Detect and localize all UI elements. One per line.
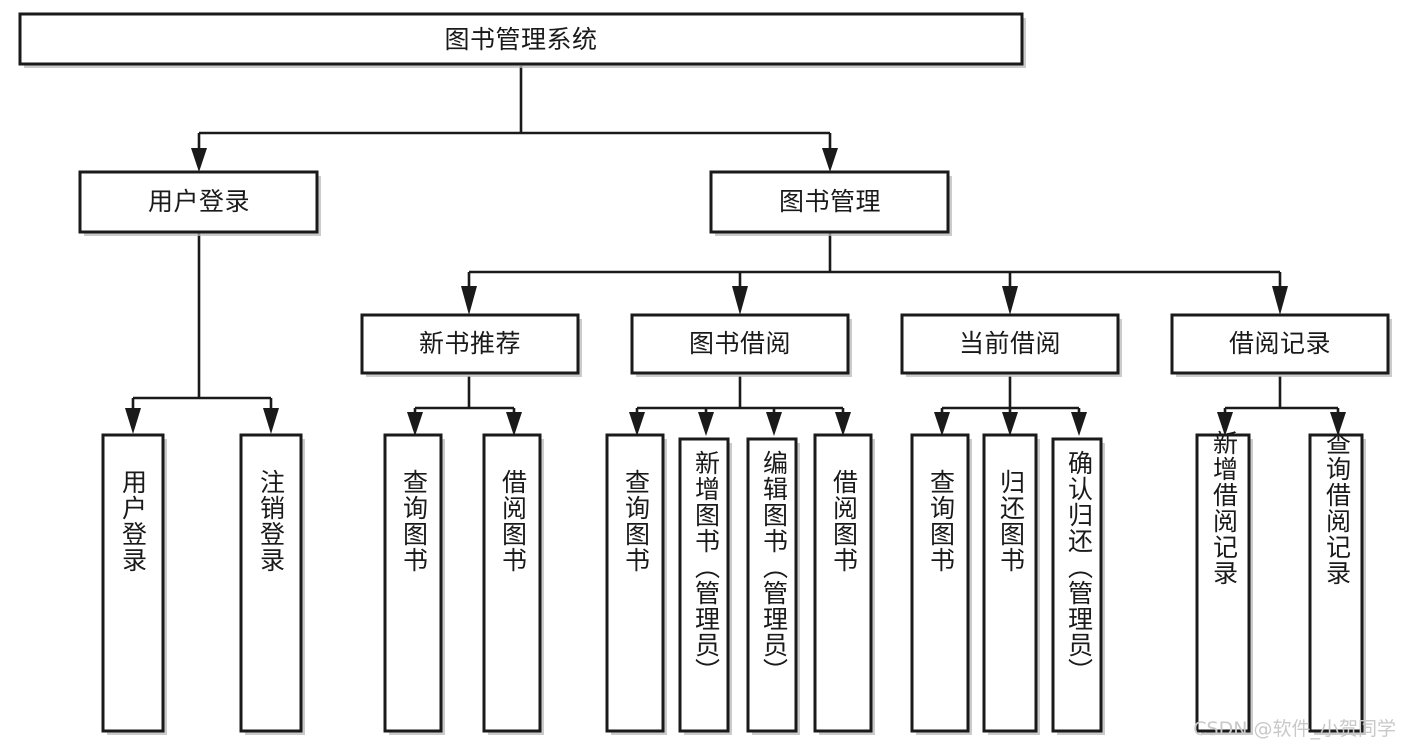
node-leaf-return-book[interactable]: 归还图书 — [982, 433, 1040, 735]
node-borrow-record[interactable]: 借阅记录 — [1170, 313, 1392, 377]
leaf-query-book-3-label: 查询图书 — [927, 469, 956, 573]
book-manage-box[interactable] — [709, 170, 950, 234]
leaf-borrow-book-2-label: 借阅图书 — [830, 469, 859, 573]
arrow-to-leaf-borrow-book-2 — [835, 412, 851, 436]
leaf-layer: 用户登录 注销登录 查询图书 借阅图书 查询图书 — [101, 430, 1366, 735]
arrow-to-borrow-record — [1272, 286, 1288, 315]
arrow-to-book-borrow — [732, 286, 748, 315]
book-manage-label: 图书管理 — [779, 187, 881, 216]
node-leaf-add-record[interactable]: 新增借阅记录 — [1195, 430, 1253, 735]
leaf-query-record-label: 查询借阅记录 — [1323, 430, 1352, 586]
leaf-add-record-label: 新增借阅记录 — [1210, 430, 1239, 586]
node-book-borrow[interactable]: 图书借阅 — [630, 313, 852, 377]
arrow-to-leaf-query-record — [1330, 412, 1346, 436]
arrow-to-leaf-add-record — [1217, 412, 1233, 436]
root-label: 图书管理系统 — [444, 25, 597, 54]
leaf-query-book-2-box[interactable] — [605, 433, 665, 733]
arrow-to-leaf-user-login — [125, 408, 141, 434]
node-leaf-query-book-2[interactable]: 查询图书 — [605, 433, 667, 735]
leaf-query-book-1-box[interactable] — [383, 433, 443, 733]
leaf-borrow-book-1-box[interactable] — [482, 433, 542, 733]
arrow-to-current-borrow — [1002, 286, 1018, 315]
arrow-to-leaf-confirm-return — [1071, 412, 1087, 436]
leaf-logout-login-box[interactable] — [239, 433, 303, 733]
borrow-record-label: 借阅记录 — [1229, 329, 1331, 358]
new-book-recommend-label: 新书推荐 — [419, 329, 521, 358]
leaf-add-book-label: 新增图书（管理员） — [692, 450, 721, 684]
node-leaf-add-book[interactable]: 新增图书（管理员） — [678, 437, 732, 735]
root-box[interactable] — [18, 12, 1024, 66]
leaf-return-book-label: 归还图书 — [997, 469, 1026, 573]
arrow-to-book-manage — [822, 148, 838, 172]
node-current-borrow[interactable]: 当前借阅 — [900, 313, 1122, 377]
new-book-recommend-box[interactable] — [360, 313, 580, 375]
leaf-edit-book-box[interactable] — [746, 437, 798, 733]
leaf-query-book-3-box[interactable] — [910, 433, 970, 733]
leaf-add-book-box[interactable] — [678, 437, 730, 733]
user-login-label: 用户登录 — [148, 187, 250, 216]
arrow-to-leaf-return-book — [1002, 412, 1018, 436]
current-borrow-label: 当前借阅 — [959, 329, 1061, 358]
book-borrow-box[interactable] — [630, 313, 850, 375]
leaf-return-book-box[interactable] — [982, 433, 1038, 733]
node-leaf-logout-login[interactable]: 注销登录 — [239, 433, 305, 735]
node-user-login[interactable]: 用户登录 — [78, 170, 321, 236]
node-leaf-edit-book[interactable]: 编辑图书（管理员） — [746, 437, 800, 735]
arrow-to-leaf-add-book — [698, 412, 714, 436]
node-leaf-user-login[interactable]: 用户登录 — [101, 433, 167, 735]
node-leaf-query-book-1[interactable]: 查询图书 — [383, 433, 445, 735]
node-root[interactable]: 图书管理系统 — [18, 12, 1026, 68]
leaf-query-book-2-label: 查询图书 — [622, 469, 651, 573]
arrow-to-leaf-query-book-1 — [407, 412, 423, 436]
leaf-logout-login-label: 注销登录 — [257, 469, 286, 573]
connector-layer — [125, 66, 1346, 436]
book-borrow-label: 图书借阅 — [689, 329, 791, 358]
leaf-confirm-return-box[interactable] — [1051, 437, 1103, 733]
leaf-user-login-box[interactable] — [101, 433, 165, 733]
node-leaf-borrow-book-1[interactable]: 借阅图书 — [482, 433, 544, 735]
leaf-query-record-box[interactable] — [1308, 433, 1364, 733]
arrow-to-leaf-edit-book — [766, 412, 782, 436]
arrow-to-leaf-logout-login — [263, 408, 279, 434]
leaf-query-book-1-label: 查询图书 — [400, 469, 429, 573]
leaf-confirm-return-label: 确认归还（管理员） — [1065, 450, 1094, 684]
csdn-watermark: CSDN @软件_小贺同学 — [1193, 718, 1396, 740]
node-new-book-recommend[interactable]: 新书推荐 — [360, 313, 582, 377]
leaf-user-login-label: 用户登录 — [119, 469, 148, 573]
borrow-record-box[interactable] — [1170, 313, 1390, 375]
node-book-manage[interactable]: 图书管理 — [709, 170, 952, 236]
leaf-add-record-box[interactable] — [1195, 433, 1251, 733]
node-leaf-query-book-3[interactable]: 查询图书 — [910, 433, 972, 735]
arrow-to-new-book-recommend — [461, 286, 477, 315]
node-leaf-query-record[interactable]: 查询借阅记录 — [1308, 430, 1366, 735]
arrow-to-user-login — [191, 148, 207, 172]
user-login-box[interactable] — [78, 170, 319, 234]
leaf-borrow-book-2-box[interactable] — [813, 433, 873, 733]
arrow-to-leaf-query-book-3 — [934, 412, 950, 436]
arrow-to-leaf-borrow-book-1 — [506, 412, 522, 436]
current-borrow-box[interactable] — [900, 313, 1120, 375]
leaf-edit-book-label: 编辑图书（管理员） — [760, 450, 789, 684]
node-leaf-confirm-return[interactable]: 确认归还（管理员） — [1051, 437, 1105, 735]
leaf-borrow-book-1-label: 借阅图书 — [499, 469, 528, 573]
arrow-to-leaf-query-book-2 — [629, 412, 645, 436]
node-leaf-borrow-book-2[interactable]: 借阅图书 — [813, 433, 875, 735]
